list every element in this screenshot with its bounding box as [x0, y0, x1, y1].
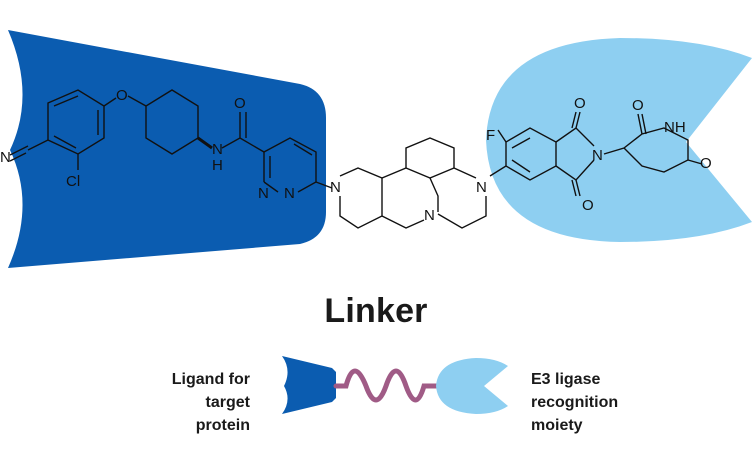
legend-left-line-3: protein	[195, 417, 250, 434]
atom-n-amide: N	[212, 141, 223, 158]
atom-o-imide-bottom: O	[582, 197, 594, 214]
atom-n-pyridazine-2: N	[284, 185, 295, 202]
legend-left-line-2: target	[205, 394, 250, 411]
legend-right-label: E3 ligase recognition moiety	[531, 368, 671, 437]
atom-o-glutarimide-2: O	[700, 155, 712, 172]
atom-cl: Cl	[66, 173, 80, 190]
atom-o-imide-top: O	[574, 95, 586, 112]
legend-target-icon	[282, 356, 336, 414]
atom-n-linker-1: N	[330, 179, 341, 196]
atom-o-amide: O	[234, 95, 246, 112]
legend-left-line-1: Ligand for	[171, 371, 250, 388]
atom-n-pyridazine-1: N	[258, 185, 269, 202]
atom-n-linker-2: N	[424, 207, 435, 224]
atom-f: F	[486, 127, 495, 144]
atom-o-glutarimide-1: O	[632, 97, 644, 114]
e3-ligand-shape	[486, 38, 752, 242]
atom-labels: N O Cl O N H N N N N N F O O N O NH O	[0, 87, 712, 224]
legend-right-line-1: E3 ligase	[531, 371, 601, 388]
legend-right-line-2: recognition	[531, 394, 619, 411]
linker-title: Linker	[324, 292, 428, 330]
atom-h-amide: H	[212, 157, 223, 174]
legend-left-label: Ligand for target protein	[120, 368, 250, 437]
legend-linker-wave	[333, 368, 439, 403]
atom-nh-glutarimide: NH	[664, 119, 686, 136]
target-ligand-shape	[8, 30, 326, 268]
molecule-bonds	[9, 89, 703, 229]
legend-right-line-3: moiety	[531, 417, 583, 434]
atom-o-ether: O	[116, 87, 128, 104]
atom-n-imide: N	[592, 147, 603, 164]
atom-n-linker-3: N	[476, 179, 487, 196]
legend-e3-icon	[436, 358, 508, 414]
atom-n-nitrile: N	[0, 149, 11, 166]
